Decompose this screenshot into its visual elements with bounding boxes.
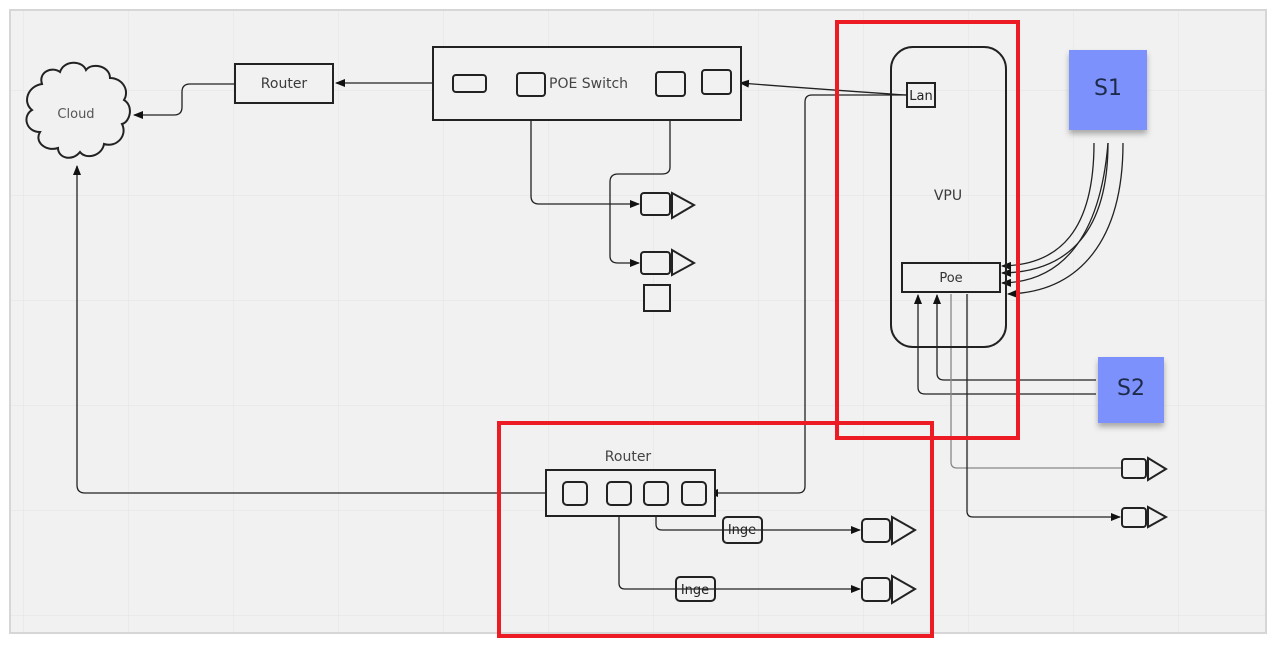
sticky-note-s2[interactable]: S2 [1098, 357, 1164, 423]
camera-6[interactable] [1121, 505, 1169, 529]
poe-switch-port-2[interactable] [516, 72, 546, 97]
camera-body [640, 251, 671, 275]
inge-node-2[interactable]: Inge [675, 576, 716, 602]
router-highlight-frame[interactable] [497, 421, 934, 638]
router-top-label: Router [261, 76, 308, 92]
router-bottom-port-3[interactable] [643, 481, 669, 506]
sticky-note-s1[interactable]: S1 [1069, 50, 1147, 130]
connector-poe-to-camera-5[interactable] [950, 294, 1121, 469]
connector-lan-to-router[interactable] [708, 94, 906, 497]
poe-switch-port-4[interactable] [701, 69, 732, 95]
camera-lens-icon [1147, 456, 1168, 482]
connector-switch-to-camera-2[interactable] [609, 96, 671, 267]
poe-switch-port-1[interactable] [452, 74, 487, 93]
vpu-node[interactable]: VPU Lan Poe [890, 46, 1007, 348]
inge-node-1[interactable]: Inge [722, 516, 763, 544]
camera-4[interactable] [861, 574, 917, 605]
poe-switch-label: POE Switch [549, 76, 628, 92]
inge-label: Inge [728, 523, 756, 538]
connector-router-to-camera-inge-1[interactable] [655, 506, 861, 534]
router-top-box [234, 63, 334, 104]
vpu-box [890, 46, 1007, 348]
lan-port-box [906, 82, 936, 108]
inge-box [722, 516, 763, 544]
camera-body [861, 518, 891, 543]
camera-lens-icon [671, 191, 697, 220]
connector-switch-to-camera-1[interactable] [530, 96, 640, 208]
connector-s1-to-poe-1[interactable] [1001, 142, 1095, 270]
router-bottom-port-4[interactable] [681, 481, 707, 506]
router-top-node[interactable]: Router [234, 63, 334, 104]
connector-router-to-cloud[interactable] [133, 83, 234, 119]
inge-label: Inge [681, 583, 709, 598]
router-bottom-node[interactable]: Router [545, 449, 716, 517]
camera-2[interactable] [640, 248, 697, 277]
camera-body [861, 577, 891, 602]
sticky-note-s1-label: S1 [1094, 76, 1122, 101]
camera-5[interactable] [1121, 456, 1168, 482]
connector-s2-to-poe-1[interactable] [933, 294, 1096, 381]
lan-port[interactable]: Lan [906, 82, 936, 108]
poe-port-label: Poe [939, 271, 962, 286]
cloud-icon [25, 61, 131, 159]
camera-lens-icon [1147, 505, 1169, 529]
poe-port[interactable]: Poe [901, 262, 1001, 293]
connector-poe-to-camera-6[interactable] [966, 294, 1121, 521]
sticky-note-s2-label: S2 [1117, 376, 1145, 401]
sticky-note-s2-body [1098, 357, 1164, 423]
camera-lens-icon [671, 248, 697, 277]
camera-3[interactable] [861, 515, 917, 546]
camera-body [640, 192, 671, 216]
camera-body [1121, 458, 1147, 479]
camera-lens-icon [891, 574, 917, 605]
vpu-label: VPU [934, 188, 962, 204]
router-bottom-port-1[interactable] [562, 481, 588, 506]
empty-square-shape[interactable] [643, 284, 671, 312]
connector-lan-to-switch[interactable] [739, 79, 907, 96]
router-bottom-port-2[interactable] [606, 481, 632, 506]
sticky-note-s1-body [1069, 50, 1147, 130]
connector-router-to-camera-inge-2[interactable] [618, 506, 861, 593]
poe-switch-port-3[interactable] [655, 71, 686, 97]
connector-s1-to-poe-4[interactable] [1007, 142, 1124, 298]
poe-switch-node[interactable]: POE Switch [432, 46, 742, 121]
camera-lens-icon [891, 515, 917, 546]
cloud-node[interactable]: Cloud [25, 61, 131, 159]
router-bottom-label: Router [605, 449, 652, 465]
poe-port-box [901, 262, 1001, 293]
connector-s2-to-poe-2[interactable] [914, 294, 1096, 395]
vpu-highlight-frame[interactable] [835, 20, 1020, 440]
connector-router-to-cloud-bottom[interactable] [73, 165, 564, 494]
inge-box [675, 576, 716, 602]
lan-port-label: Lan [909, 89, 932, 104]
camera-1[interactable] [640, 191, 697, 220]
connector-s1-to-poe-3[interactable] [1001, 142, 1109, 287]
camera-body [1121, 507, 1147, 528]
cloud-label: Cloud [57, 107, 94, 122]
